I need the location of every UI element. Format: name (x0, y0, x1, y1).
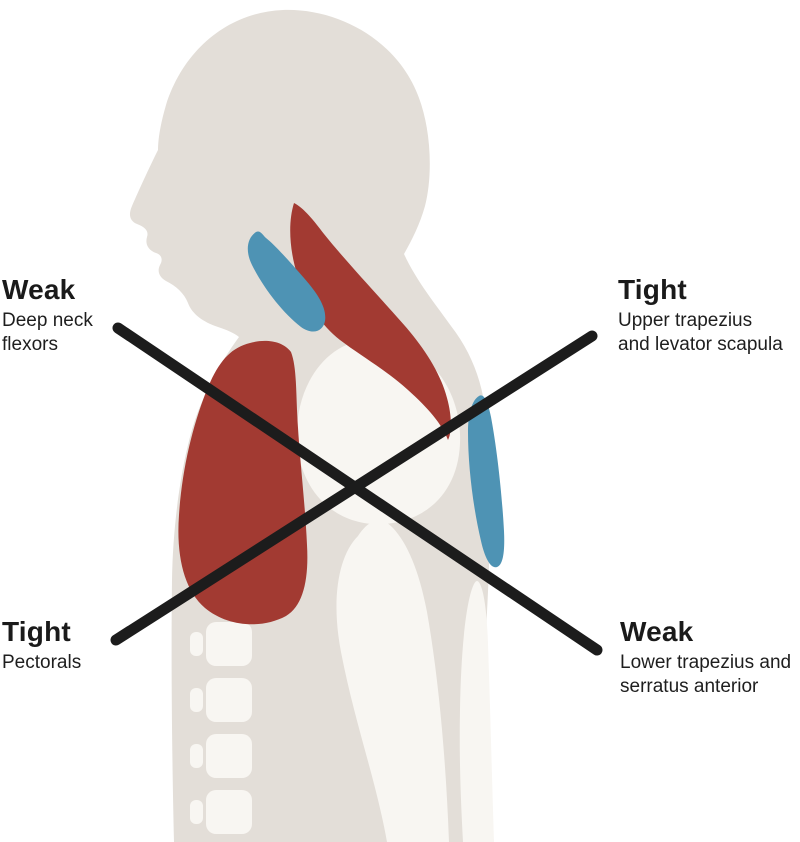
label-subtext-line: Deep neck (2, 310, 93, 331)
label-subtext: Upper trapezius and levator scapula (618, 309, 783, 357)
label-subtext-line: serratus anterior (620, 676, 759, 697)
vertebra-process-shape (190, 632, 203, 656)
label-subtext-line: and levator scapula (618, 334, 783, 355)
lower-trapezius-serratus-muscle (468, 395, 505, 568)
label-subtext-line: Lower trapezius and (620, 652, 792, 673)
label-weak-lower-trapezius: Weak Lower trapezius and serratus anteri… (620, 616, 791, 699)
vertebra-shape (206, 678, 252, 722)
label-subtext-line: Upper trapezius (618, 310, 753, 331)
label-subtext-line: flexors (2, 334, 58, 355)
cross-line-ascending (110, 330, 598, 646)
vertebra-shape (206, 734, 252, 778)
label-tight-pectorals: Tight Pectorals (2, 616, 81, 675)
label-subtext-line: Pectorals (2, 652, 82, 673)
upper-trapezius-muscle (290, 203, 451, 440)
vertebra-shape (206, 790, 252, 834)
humerus-bone-shape (336, 520, 449, 842)
vertebra-process-shape (190, 688, 203, 712)
label-subtext: Lower trapezius and serratus anterior (620, 651, 791, 699)
label-subtext: Pectorals (2, 651, 81, 675)
vertebra-process-shape (190, 744, 203, 768)
label-heading: Weak (620, 616, 694, 647)
label-heading: Tight (618, 274, 687, 305)
label-heading: Weak (2, 274, 76, 305)
label-heading: Tight (2, 616, 71, 647)
vertebra-shape (206, 622, 252, 666)
label-tight-upper-trapezius: Tight Upper trapezius and levator scapul… (618, 274, 783, 357)
label-subtext: Deep neck flexors (2, 309, 93, 357)
spine-vertebrae (190, 622, 252, 834)
deep-neck-flexor-muscle (247, 231, 326, 332)
back-bone-strip (459, 581, 494, 842)
vertebra-process-shape (190, 800, 203, 824)
pectoral-muscle (178, 340, 308, 625)
label-weak-deep-neck-flexors: Weak Deep neck flexors (2, 274, 93, 357)
